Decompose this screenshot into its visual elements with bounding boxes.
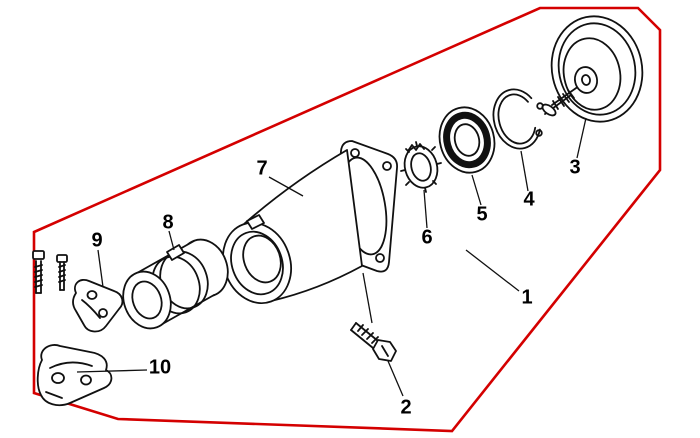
leader-line bbox=[471, 174, 482, 206]
part-label-8: 8 bbox=[162, 211, 174, 234]
leader-line bbox=[423, 189, 428, 229]
part-label-4: 4 bbox=[523, 188, 535, 211]
part-label-1: 1 bbox=[521, 286, 533, 309]
leader-line bbox=[387, 360, 404, 397]
part-label-6: 6 bbox=[421, 226, 433, 249]
part-label-3: 3 bbox=[569, 156, 581, 179]
clutch-housing-cone-drawing bbox=[222, 140, 398, 305]
leader-line bbox=[76, 369, 148, 373]
clutch-drum-drawing bbox=[541, 15, 644, 123]
leader-line bbox=[576, 117, 587, 159]
part-label-9: 9 bbox=[91, 229, 103, 252]
lock-washer-drawing bbox=[400, 141, 442, 193]
leader-line bbox=[362, 272, 373, 324]
part-label-2: 2 bbox=[400, 396, 412, 419]
leader-line bbox=[97, 249, 104, 288]
leader-lines bbox=[76, 117, 587, 397]
assembly-boundary-outline bbox=[32, 6, 662, 433]
bolt-drawing bbox=[350, 322, 397, 362]
part-label-10: 10 bbox=[148, 356, 172, 379]
bolt-drawing bbox=[56, 254, 68, 291]
clamp-lower-drawing bbox=[36, 344, 113, 407]
part-label-7: 7 bbox=[256, 157, 268, 180]
part-label-5: 5 bbox=[476, 203, 488, 226]
bolt-drawing bbox=[32, 250, 45, 294]
leader-line bbox=[520, 150, 529, 192]
leader-line bbox=[168, 230, 175, 251]
leader-line bbox=[268, 176, 304, 197]
clamp-upper-drawing bbox=[72, 279, 124, 333]
bearing-drawing bbox=[438, 106, 496, 174]
coupler-sleeve-drawing bbox=[122, 238, 229, 330]
leader-line bbox=[465, 249, 520, 292]
snap-ring-drawing bbox=[492, 88, 544, 150]
